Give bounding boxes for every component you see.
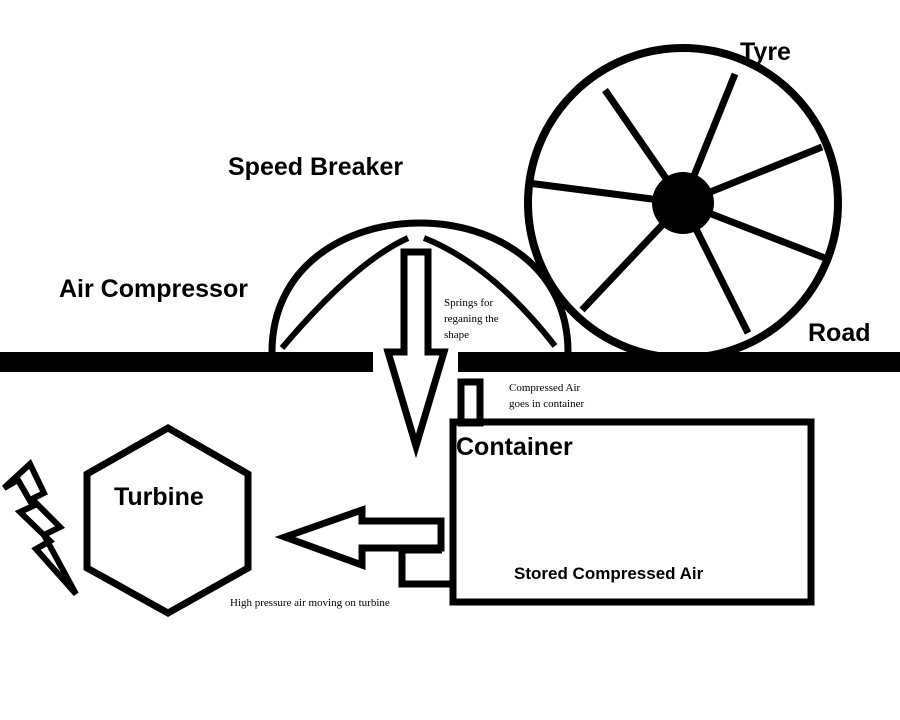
high-pressure-air-label: High pressure air moving on turbine [230, 597, 390, 609]
outlet-pipe [398, 546, 453, 588]
compressed-air-label-line2: goes in container [509, 398, 584, 410]
road-right-segment [458, 352, 900, 372]
road [0, 352, 900, 372]
springs-label-line2: reganing the [444, 313, 499, 325]
tyre-hub [652, 172, 714, 234]
compressed-air-label-line1: Compressed Air [509, 382, 581, 394]
air-flow-arrow [274, 505, 445, 570]
compression-arrow [383, 248, 449, 459]
lightning-bolt-icon [1, 459, 79, 596]
tyre-rim [524, 44, 842, 362]
turbine-label: Turbine [114, 483, 204, 511]
compressed-air-pipe [457, 378, 484, 427]
container-tank [449, 418, 815, 606]
road-left-segment [0, 352, 373, 372]
tyre-label: Tyre [740, 38, 791, 66]
turbine-hexagon [83, 423, 252, 618]
container-label: Container [456, 433, 573, 461]
springs-label-line1: Springs for [444, 297, 494, 309]
speed-breaker-label: Speed Breaker [228, 153, 403, 181]
springs-label-line3: shape [444, 329, 469, 341]
air-compressor-label: Air Compressor [59, 275, 248, 303]
tyre [524, 44, 842, 362]
spring-right [422, 235, 558, 348]
spring-left [279, 235, 410, 350]
road-label: Road [808, 319, 871, 347]
stored-air-label: Stored Compressed Air [514, 564, 704, 583]
